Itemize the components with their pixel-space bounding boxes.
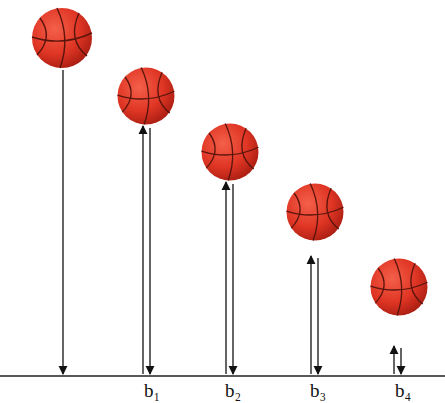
basketball <box>118 68 175 125</box>
fall-arrow <box>232 184 233 374</box>
rise-arrow <box>393 346 394 374</box>
fall-arrow <box>149 128 150 374</box>
fall-arrow <box>317 258 318 374</box>
rise-arrow <box>225 182 226 374</box>
basketball <box>371 259 428 316</box>
basketball <box>32 8 92 68</box>
point-label: b₄ <box>395 381 411 400</box>
fall-arrow <box>62 70 63 374</box>
rise-arrow <box>142 126 143 374</box>
point-label: b₁ <box>144 381 160 400</box>
basketball <box>287 184 344 241</box>
motion-arrows <box>63 70 401 374</box>
fall-arrow <box>400 348 401 374</box>
point-label: b₃ <box>310 381 326 400</box>
point-label: b₂ <box>225 381 241 400</box>
basketball <box>202 124 259 181</box>
rise-arrow <box>310 256 311 374</box>
ground-line <box>0 375 445 377</box>
